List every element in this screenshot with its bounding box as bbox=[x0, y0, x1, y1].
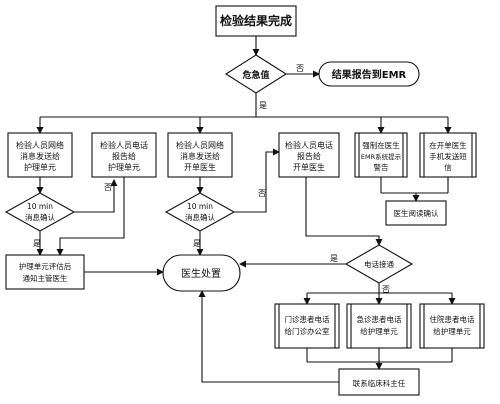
emergency-node: 急诊患者电话 给护理单元 bbox=[346, 303, 412, 349]
svg-text:报告给: 报告给 bbox=[297, 151, 321, 161]
svg-text:EMR系统提示: EMR系统提示 bbox=[361, 152, 402, 161]
svg-text:警告: 警告 bbox=[374, 162, 389, 172]
clinical-head-node: 联系临床科主任 bbox=[338, 368, 420, 396]
nurse-eval-node: 护理单元评估后 通知主管医生 bbox=[5, 254, 85, 290]
edge-label-no: 否 bbox=[382, 285, 390, 294]
svg-text:检验人员电话: 检验人员电话 bbox=[100, 140, 148, 150]
edge-label-no: 否 bbox=[258, 189, 266, 198]
svg-text:10 min: 10 min bbox=[187, 202, 213, 211]
outpatient-node: 门诊患者电话 给门诊办公室 bbox=[274, 303, 340, 349]
svg-text:信: 信 bbox=[444, 162, 452, 172]
svg-text:消息确认: 消息确认 bbox=[185, 212, 215, 222]
edge-label-no: 否 bbox=[104, 183, 112, 192]
edge-label-no: 否 bbox=[296, 64, 304, 73]
edge-label-yes: 是 bbox=[259, 101, 267, 110]
svg-text:护理单元: 护理单元 bbox=[24, 162, 56, 172]
edge-label-yes: 是 bbox=[33, 239, 41, 248]
svg-text:检验人员网络: 检验人员网络 bbox=[16, 140, 64, 150]
critical-value-decision: 危急值 bbox=[224, 54, 288, 94]
svg-text:护理单元: 护理单元 bbox=[108, 162, 140, 172]
edge-label-yes: 是 bbox=[193, 239, 201, 248]
phone-nurse-node: 检验人员电话 报告给 护理单元 bbox=[91, 132, 157, 178]
inpatient-node: 住院患者电话 给护理单元 bbox=[419, 303, 485, 349]
svg-text:消息确认: 消息确认 bbox=[25, 212, 55, 222]
start-node: 检验结果完成 bbox=[215, 5, 297, 37]
mobile-alert-node: 在开单医生 手机发送短 信 bbox=[419, 132, 477, 178]
svg-text:检验结果完成: 检验结果完成 bbox=[220, 13, 292, 28]
emr-report-node: 结果报告到EMR bbox=[318, 61, 420, 87]
doctor-read-node: 医生阅读确认 bbox=[385, 200, 447, 226]
svg-text:消息发送给: 消息发送给 bbox=[180, 151, 220, 161]
edge-labels: 否 是 否 是 否 是 是 否 bbox=[33, 64, 390, 294]
svg-text:检验人员电话: 检验人员电话 bbox=[285, 140, 333, 150]
svg-text:结果报告到EMR: 结果报告到EMR bbox=[332, 68, 407, 81]
doctor-handle-node: 医生处置 bbox=[162, 254, 241, 292]
svg-text:检验人员网络: 检验人员网络 bbox=[176, 140, 224, 150]
nurse-network-node: 检验人员网络 消息发送给 护理单元 bbox=[7, 132, 73, 178]
edge-label-yes: 是 bbox=[330, 254, 338, 263]
svg-text:急诊患者电话: 急诊患者电话 bbox=[357, 314, 402, 324]
svg-text:给护理单元: 给护理单元 bbox=[433, 326, 471, 336]
svg-text:强制在医生: 强制在医生 bbox=[362, 140, 400, 150]
emr-alert-node: 强制在医生 EMR系统提示 警告 bbox=[354, 132, 408, 178]
svg-text:住院患者电话: 住院患者电话 bbox=[430, 314, 475, 324]
connectors bbox=[36, 36, 456, 383]
svg-text:门诊患者电话: 门诊患者电话 bbox=[285, 314, 330, 324]
doctor-network-node: 检验人员网络 消息发送给 开单医生 bbox=[167, 132, 233, 178]
svg-text:医生处置: 医生处置 bbox=[181, 267, 221, 280]
confirm-decision-2: 10 min 消息确认 bbox=[164, 192, 236, 232]
svg-text:电话接通: 电话接通 bbox=[364, 259, 394, 269]
svg-text:手机发送短: 手机发送短 bbox=[429, 151, 467, 161]
svg-text:给门诊办公室: 给门诊办公室 bbox=[285, 326, 330, 336]
svg-text:开单医生: 开单医生 bbox=[184, 162, 216, 172]
svg-text:医生阅读确认: 医生阅读确认 bbox=[394, 208, 439, 218]
svg-text:10 min: 10 min bbox=[27, 202, 53, 211]
svg-text:护理单元评估后: 护理单元评估后 bbox=[19, 261, 72, 271]
svg-text:危急值: 危急值 bbox=[241, 69, 269, 81]
svg-text:在开单医生: 在开单医生 bbox=[429, 140, 467, 150]
svg-text:消息发送给: 消息发送给 bbox=[20, 151, 60, 161]
svg-text:通知主管医生: 通知主管医生 bbox=[23, 273, 68, 283]
confirm-decision-1: 10 min 消息确认 bbox=[4, 192, 76, 232]
svg-text:给护理单元: 给护理单元 bbox=[360, 326, 398, 336]
svg-text:开单医生: 开单医生 bbox=[293, 162, 325, 172]
phone-doctor-node: 检验人员电话 报告给 开单医生 bbox=[278, 132, 340, 178]
svg-text:报告给: 报告给 bbox=[112, 151, 136, 161]
phone-connect-decision: 电话接通 bbox=[344, 244, 414, 284]
svg-text:联系临床科主任: 联系临床科主任 bbox=[353, 378, 406, 388]
